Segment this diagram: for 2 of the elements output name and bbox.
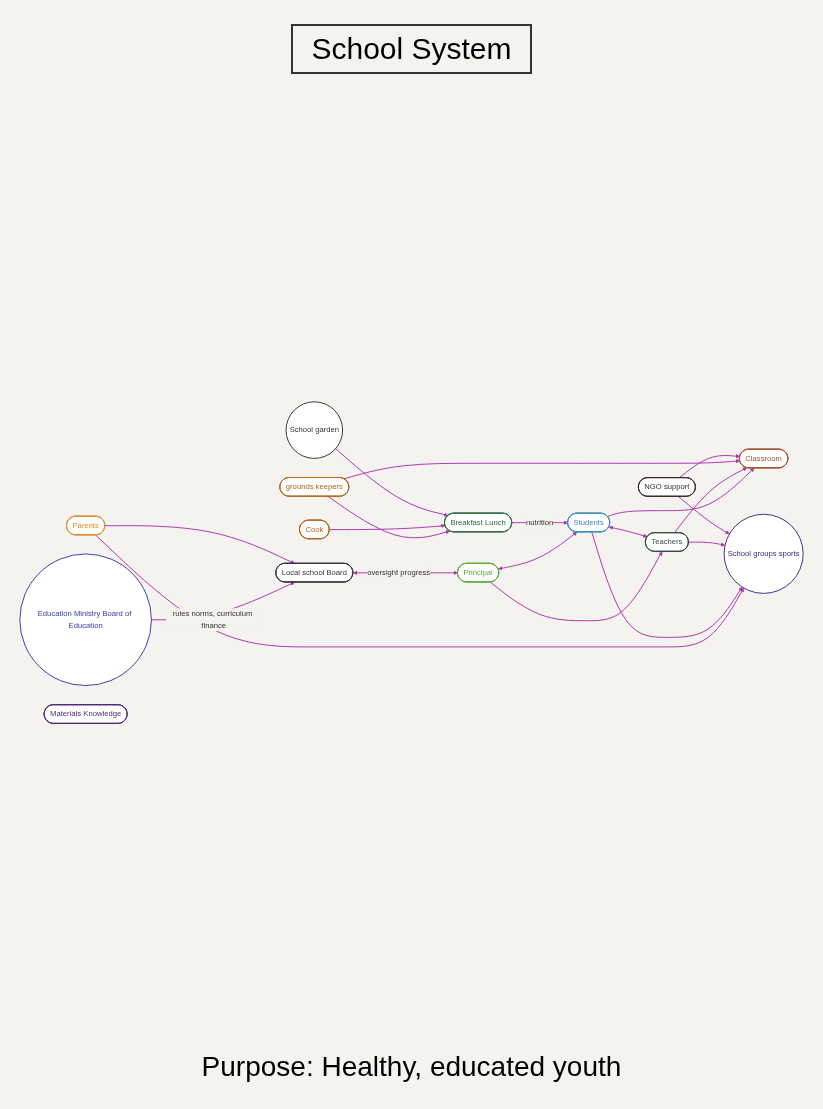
title: School System bbox=[291, 24, 532, 74]
caption: Purpose: Healthy, educated youth bbox=[201, 1051, 622, 1083]
